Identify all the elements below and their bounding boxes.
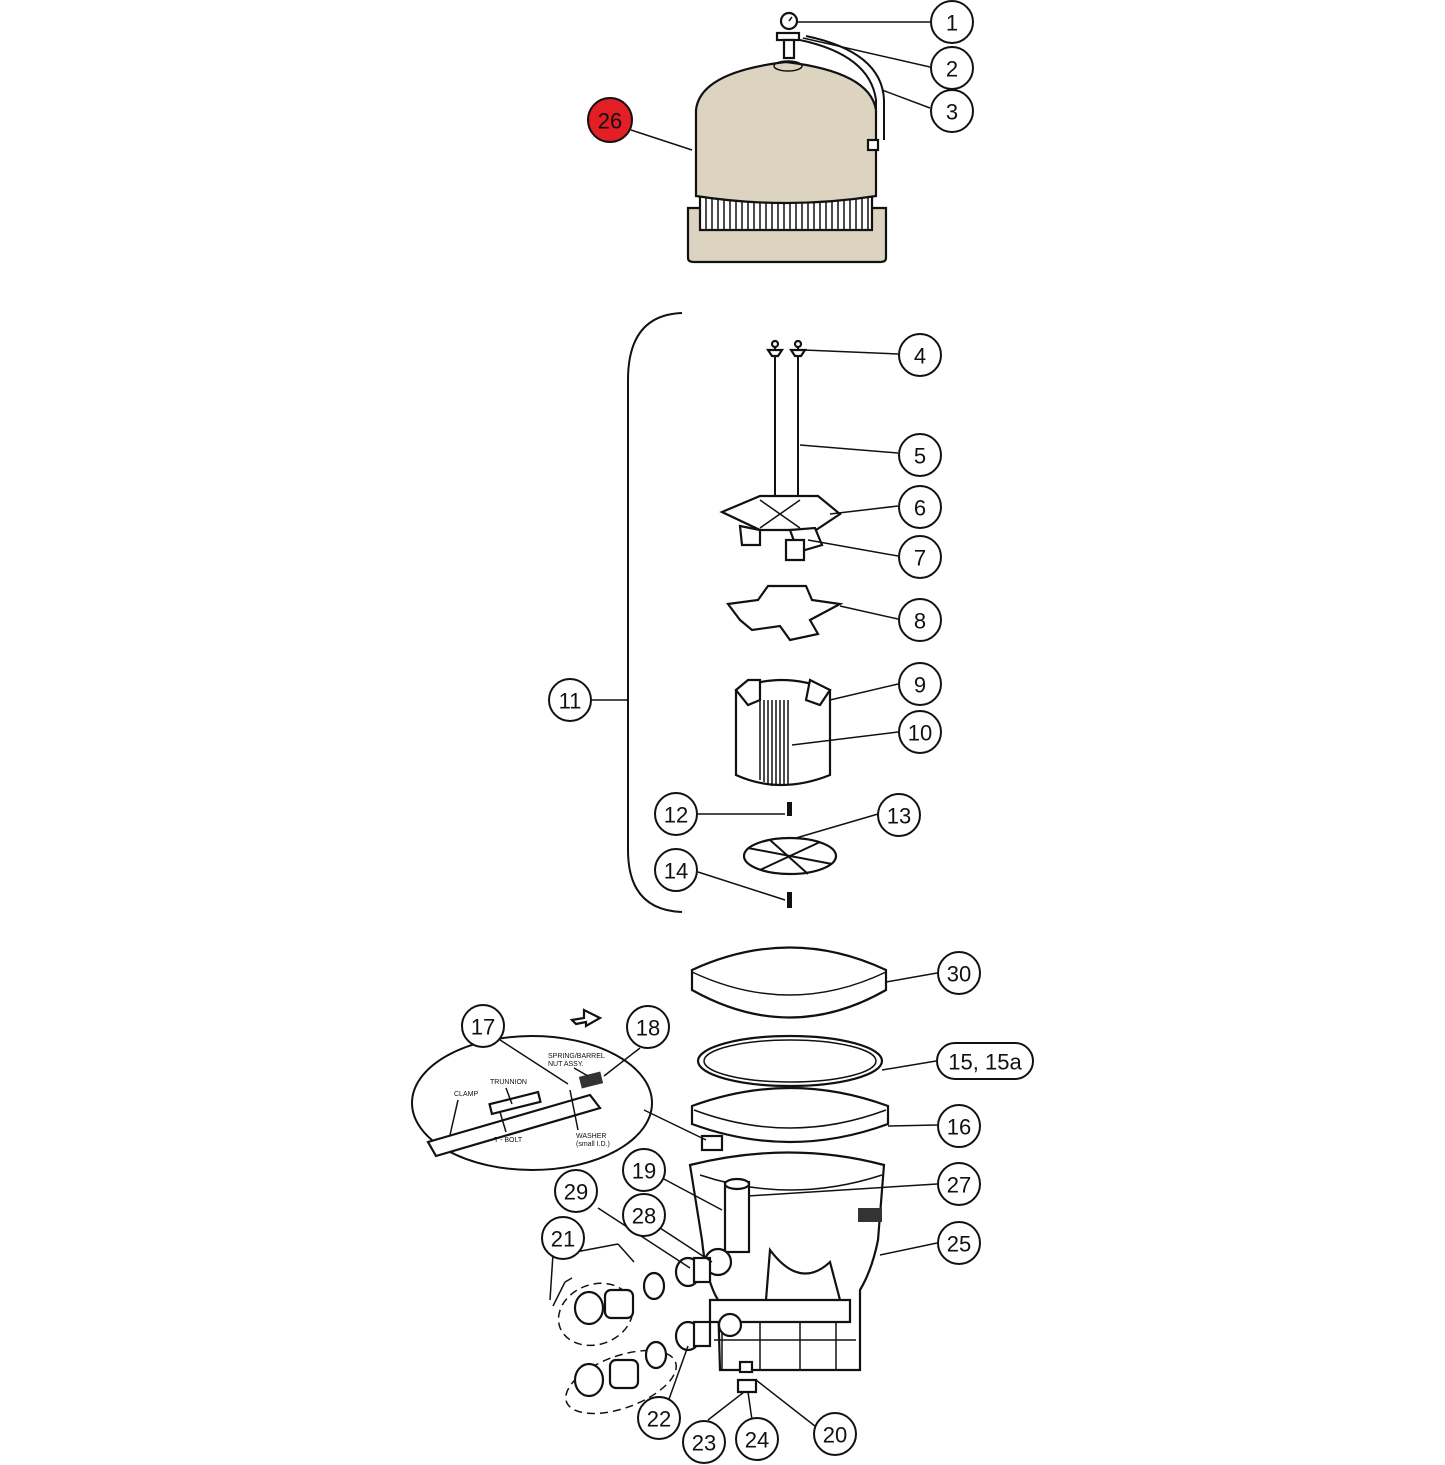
inset-label-clamp: CLAMP bbox=[454, 1091, 478, 1098]
callout-26: 26 bbox=[587, 97, 633, 143]
svg-text:12: 12 bbox=[664, 803, 688, 828]
svg-text:3: 3 bbox=[946, 100, 958, 125]
manifold bbox=[719, 494, 842, 562]
callout-6: 6 bbox=[898, 485, 942, 529]
callout-30: 30 bbox=[937, 951, 981, 995]
callout-27: 27 bbox=[937, 1162, 981, 1206]
callout-5: 5 bbox=[898, 433, 942, 477]
leader-lines bbox=[496, 21, 938, 1431]
inset-label-nut: NUT ASSY. bbox=[548, 1061, 584, 1068]
svg-text:2: 2 bbox=[946, 57, 958, 82]
spacer-12 bbox=[787, 802, 792, 816]
svg-text:28: 28 bbox=[632, 1204, 656, 1229]
callout-1: 1 bbox=[930, 0, 974, 44]
svg-text:21: 21 bbox=[551, 1227, 575, 1252]
inset-label-tbolt: T - BOLT bbox=[494, 1137, 523, 1144]
callout-10: 10 bbox=[898, 710, 942, 754]
callout-12: 12 bbox=[654, 792, 698, 836]
callout-16: 16 bbox=[937, 1104, 981, 1148]
callout-3: 3 bbox=[930, 89, 974, 133]
clamp-detail-inset: SPRING/BARREL NUT ASSY. TRUNNION CLAMP T… bbox=[411, 1008, 653, 1171]
tie-rods bbox=[765, 339, 808, 510]
pressure-gauge bbox=[775, 11, 885, 152]
svg-text:4: 4 bbox=[914, 344, 926, 369]
filter-grid bbox=[734, 678, 832, 787]
svg-text:30: 30 bbox=[947, 962, 971, 987]
callout-22: 22 bbox=[637, 1396, 681, 1440]
callout-28: 28 bbox=[622, 1193, 666, 1237]
svg-text:13: 13 bbox=[887, 804, 911, 829]
callout-29: 29 bbox=[554, 1169, 598, 1213]
svg-text:20: 20 bbox=[823, 1423, 847, 1448]
inset-label-washer-id: (small I.D.) bbox=[576, 1141, 610, 1148]
svg-text:17: 17 bbox=[471, 1015, 495, 1040]
svg-text:10: 10 bbox=[908, 721, 932, 746]
callout-24: 24 bbox=[735, 1417, 779, 1461]
fittings bbox=[557, 1256, 712, 1415]
svg-text:26: 26 bbox=[598, 109, 622, 134]
svg-text:27: 27 bbox=[947, 1173, 971, 1198]
spacer-14 bbox=[787, 892, 792, 908]
callout-25: 25 bbox=[937, 1221, 981, 1265]
callout-18: 18 bbox=[626, 1005, 670, 1049]
svg-text:24: 24 bbox=[745, 1428, 769, 1453]
callout-14: 14 bbox=[654, 848, 698, 892]
svg-text:5: 5 bbox=[914, 444, 926, 469]
svg-text:15, 15a: 15, 15a bbox=[948, 1050, 1022, 1075]
callout-11: 11 bbox=[548, 678, 592, 722]
callout-21: 21 bbox=[541, 1216, 585, 1260]
svg-text:25: 25 bbox=[947, 1232, 971, 1257]
o-ring-15 bbox=[696, 1034, 884, 1088]
svg-text:22: 22 bbox=[647, 1407, 671, 1432]
callout-15-15a: 15, 15a bbox=[936, 1042, 1034, 1080]
spider-13 bbox=[742, 836, 838, 876]
callout-2: 2 bbox=[930, 46, 974, 90]
assembly-bracket bbox=[627, 312, 683, 913]
callout-17: 17 bbox=[461, 1004, 505, 1048]
callout-20: 20 bbox=[813, 1412, 857, 1456]
callout-8: 8 bbox=[898, 598, 942, 642]
callout-19: 19 bbox=[622, 1148, 666, 1192]
callout-4: 4 bbox=[898, 333, 942, 377]
callout-13: 13 bbox=[877, 793, 921, 837]
clamp-16 bbox=[690, 1086, 890, 1152]
inset-label-trunnion: TRUNNION bbox=[490, 1079, 527, 1086]
svg-text:6: 6 bbox=[914, 496, 926, 521]
svg-text:16: 16 bbox=[947, 1115, 971, 1140]
svg-text:23: 23 bbox=[692, 1431, 716, 1456]
svg-text:9: 9 bbox=[914, 673, 926, 698]
callout-23: 23 bbox=[682, 1420, 726, 1464]
svg-text:14: 14 bbox=[664, 859, 688, 884]
callout-9: 9 bbox=[898, 662, 942, 706]
o-ring-30 bbox=[690, 946, 888, 1019]
tank-body bbox=[688, 1151, 886, 1394]
callout-7: 7 bbox=[898, 535, 942, 579]
svg-text:29: 29 bbox=[564, 1180, 588, 1205]
svg-text:11: 11 bbox=[559, 689, 582, 714]
svg-text:8: 8 bbox=[914, 609, 926, 634]
tank-lid bbox=[686, 60, 888, 264]
svg-text:19: 19 bbox=[632, 1159, 656, 1184]
svg-text:18: 18 bbox=[636, 1016, 660, 1041]
inset-label-washer: WASHER bbox=[576, 1133, 606, 1140]
inset-label-spring: SPRING/BARREL bbox=[548, 1053, 605, 1060]
svg-text:7: 7 bbox=[914, 546, 926, 571]
svg-text:1: 1 bbox=[946, 11, 958, 36]
gasket-plate bbox=[725, 584, 844, 642]
